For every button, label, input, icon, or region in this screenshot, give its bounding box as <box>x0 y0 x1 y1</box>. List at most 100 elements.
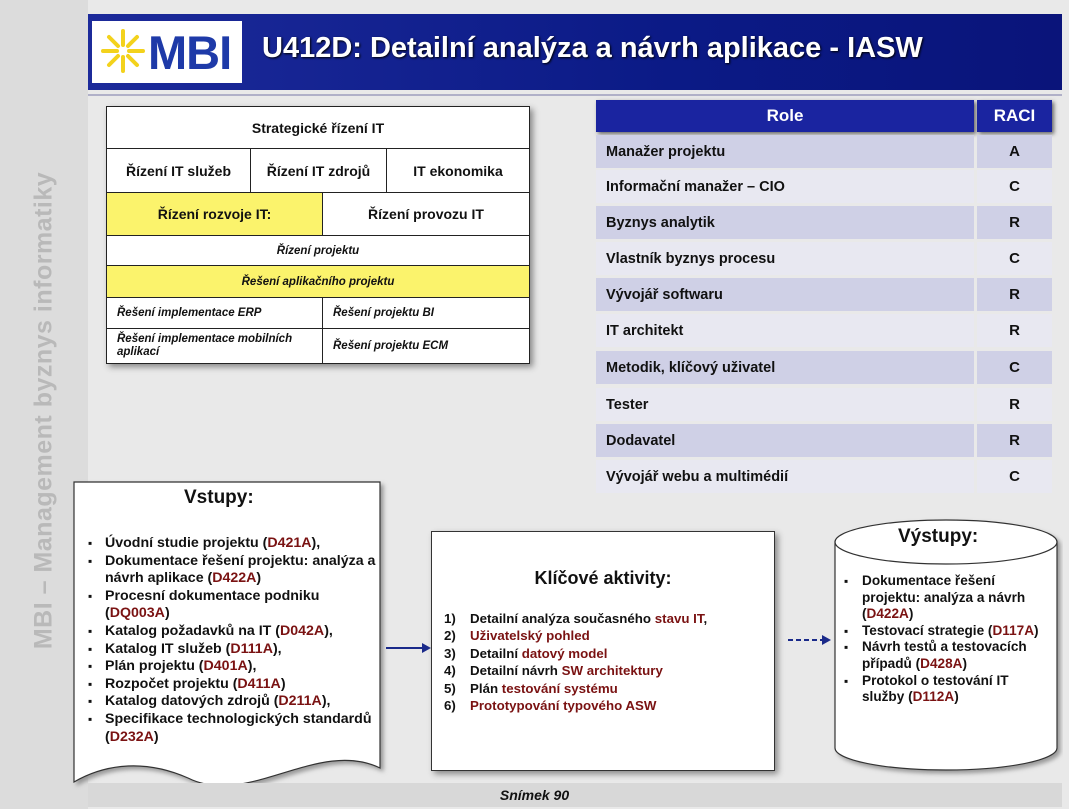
input-text: Specifikace technologických standardů ( <box>105 710 372 745</box>
flow-arrow-icon <box>386 643 431 653</box>
activity-number: 2) <box>444 628 456 644</box>
framework-row: Řešení implementace mobilních aplikací Ř… <box>107 329 529 363</box>
outputs-title: Výstupy: <box>898 526 979 547</box>
framework-cell: Strategické řízení IT <box>251 119 385 136</box>
list-item: Dokumentace řešení projektu: analýza a n… <box>86 553 386 588</box>
list-item: Návrh testů a testovacích případů (D428A… <box>842 639 1052 672</box>
input-tail: ), <box>311 535 321 551</box>
raci-header-raci: RACI <box>977 100 1052 132</box>
list-item: Rozpočet projektu (D411A) <box>86 676 386 694</box>
raci-value: C <box>977 351 1052 384</box>
input-tail: ) <box>153 728 159 745</box>
raci-value: R <box>977 278 1052 311</box>
raci-row: Vývojář webu a multimédií C <box>596 460 1052 494</box>
output-tail: ) <box>962 655 968 671</box>
framework-cell: Řízení projektu <box>276 244 360 257</box>
framework-cell: Řízení IT služeb <box>107 149 251 192</box>
raci-role: Byznys analytik <box>596 206 974 239</box>
input-code: D411A <box>237 675 281 692</box>
input-code: D401A <box>203 658 248 675</box>
activity-text: Detailní návrh <box>470 663 562 679</box>
raci-role: Vlastník byznys procesu <box>596 242 974 275</box>
activity-text: testování systému <box>501 680 618 696</box>
header-divider <box>88 94 1062 96</box>
it-framework-table: Strategické řízení IT Řízení IT služeb Ř… <box>106 106 530 364</box>
raci-role: Metodik, klíčový uživatel <box>596 351 974 384</box>
framework-row: Řízení projektu <box>107 236 529 266</box>
activity-number: 5) <box>444 680 456 696</box>
list-item: 4) Detailní návrh SW architektury <box>444 662 707 679</box>
activity-number: 4) <box>444 663 456 679</box>
output-tail: ) <box>1034 622 1039 638</box>
key-activities-box: Klíčové aktivity: 1)Detailní analýza sou… <box>431 531 775 771</box>
list-item: 1)Detailní analýza současného stavu IT, <box>444 610 707 627</box>
logo-text: MBI <box>148 26 232 79</box>
outputs-list: Dokumentace řešení projektu: analýza a n… <box>842 573 1052 706</box>
framework-cell: Řešení projektu BI <box>333 307 434 319</box>
raci-row: Tester R <box>596 388 1052 422</box>
input-tail: ), <box>324 622 333 639</box>
raci-value: C <box>977 242 1052 275</box>
framework-cell: Řízení IT zdrojů <box>251 149 387 192</box>
activity-text: datový model <box>521 645 608 661</box>
raci-row: Vývojář softwaru R <box>596 278 1052 312</box>
list-item: 5) Plán testování systému <box>444 680 707 697</box>
raci-value: R <box>977 206 1052 239</box>
output-text: Dokumentace řešení projektu: analýza a n… <box>862 573 1026 622</box>
framework-row: Řešení implementace ERP Řešení projektu … <box>107 298 529 329</box>
framework-cell: Řízení provozu IT <box>368 206 484 222</box>
input-text: Dokumentace řešení projektu: analýza a n… <box>105 552 376 587</box>
inputs-list: Úvodní studie projektu (D421A), Dokument… <box>86 535 386 746</box>
input-tail: ) <box>280 675 286 692</box>
mbi-logo: MBI <box>92 21 242 83</box>
output-tail: ) <box>954 689 959 705</box>
activity-text: stavu IT <box>654 611 704 626</box>
framework-row: Řízení IT služeb Řízení IT zdrojů IT eko… <box>107 149 529 193</box>
input-code: D421A <box>267 535 312 551</box>
output-tail: ) <box>908 606 914 622</box>
raci-value: R <box>977 388 1052 421</box>
activity-text: Detailní <box>470 645 522 661</box>
list-item: 6) Prototypování typového ASW <box>444 697 707 714</box>
input-text: Rozpočet projektu ( <box>105 675 238 692</box>
page-title: U412D: Detailní analýza a návrh aplikace… <box>262 32 923 64</box>
list-item: Specifikace technologických standardů (D… <box>86 711 386 746</box>
activity-text: , <box>703 611 708 626</box>
sun-icon <box>101 29 145 73</box>
raci-row: Informační manažer – CIO C <box>596 170 1052 204</box>
list-item: 3)Detailní datový model <box>444 645 707 662</box>
activity-number: 6) <box>444 698 456 714</box>
input-code: D211A <box>278 693 322 710</box>
list-item: Katalog IT služeb (D111A), <box>86 641 386 659</box>
raci-header-role: Role <box>596 100 974 132</box>
activity-text: Prototypování typového ASW <box>470 698 657 714</box>
raci-value: C <box>977 170 1052 203</box>
activity-number: 1) <box>444 611 456 626</box>
input-code: D111A <box>230 640 273 657</box>
input-text: Plán projektu ( <box>105 658 204 675</box>
input-code: D232A <box>109 728 154 745</box>
input-code: DQ003A <box>109 605 165 622</box>
raci-row: Byznys analytik R <box>596 206 1052 240</box>
activity-text: Uživatelský pohled <box>470 628 590 644</box>
framework-row: Řešení aplikačního projektu <box>107 266 529 298</box>
framework-row: Strategické řízení IT <box>107 107 529 149</box>
output-code: D428A <box>920 655 963 671</box>
raci-role: Vývojář softwaru <box>596 278 974 311</box>
list-item: Dokumentace řešení projektu: analýza a n… <box>842 573 1052 623</box>
raci-row: IT architekt R <box>596 314 1052 348</box>
activities-title: Klíčové aktivity: <box>534 568 672 588</box>
input-tail: ), <box>247 658 257 675</box>
framework-cell-highlight: Řízení rozvoje IT: <box>107 193 323 235</box>
output-text: Testovací strategie ( <box>862 622 993 638</box>
input-tail: ), <box>321 693 331 710</box>
slide-number: Snímek 90 <box>499 787 570 803</box>
list-item: Katalog požadavků na IT (D042A), <box>86 623 386 641</box>
framework-cell-highlight: Řešení aplikačního projektu <box>241 275 395 288</box>
activity-text: Plán <box>470 680 502 696</box>
input-text: Katalog datových zdrojů ( <box>105 693 279 710</box>
input-text: Katalog požadavků na IT ( <box>105 622 281 639</box>
activity-text: SW architektury <box>561 663 663 679</box>
framework-cell: Řešení implementace ERP <box>107 298 323 328</box>
